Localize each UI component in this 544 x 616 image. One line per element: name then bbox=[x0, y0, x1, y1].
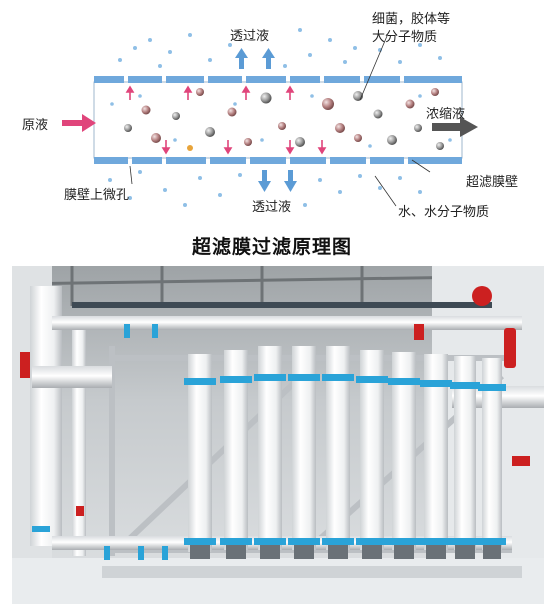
module-2 bbox=[220, 350, 252, 559]
base-plinth bbox=[102, 566, 522, 578]
membrane-modules bbox=[184, 346, 506, 559]
ultrafiltration-plant-photo bbox=[12, 266, 544, 604]
inlet-pipe bbox=[32, 366, 112, 388]
feed-label: 原液 bbox=[22, 118, 48, 133]
macromolecule-particles bbox=[124, 88, 444, 151]
module-4 bbox=[288, 346, 320, 559]
top-manifold-pipe bbox=[52, 316, 522, 330]
feed-arrow-icon bbox=[62, 114, 96, 132]
permeate-label-top: 透过液 bbox=[230, 29, 269, 44]
red-valves bbox=[20, 286, 530, 516]
macromolecule-label-line2: 大分子物质 bbox=[372, 30, 437, 45]
pipe-flanges bbox=[32, 324, 168, 560]
module-5 bbox=[322, 346, 354, 559]
module-9 bbox=[450, 356, 480, 559]
flow-through-arrows bbox=[125, 85, 327, 155]
module-6 bbox=[356, 350, 388, 559]
concentrate-arrow-icon bbox=[432, 117, 478, 137]
membrane-wall-top bbox=[94, 76, 462, 83]
leader-lines bbox=[129, 35, 431, 207]
module-1 bbox=[184, 354, 216, 559]
membrane-wall-label: 超滤膜壁 bbox=[466, 175, 518, 190]
permeate-label-bottom: 透过液 bbox=[252, 200, 291, 215]
module-7 bbox=[388, 352, 420, 559]
concentrate-label: 浓缩液 bbox=[426, 106, 465, 122]
membrane-wall-bottom bbox=[94, 157, 462, 164]
floor bbox=[12, 558, 544, 604]
permeate-arrows-top bbox=[235, 48, 275, 69]
module-3 bbox=[254, 346, 286, 559]
top-dark-pipe bbox=[72, 302, 492, 308]
membrane-tube bbox=[93, 81, 463, 159]
water-molecules bbox=[108, 28, 452, 207]
ultrafiltration-diagram: 原液 透过液 细菌，胶体等 大分子物质 浓缩液 超滤膜壁 膜壁上微孔 透过液 水… bbox=[22, 11, 518, 220]
permeate-arrows-bottom bbox=[258, 170, 297, 192]
water-label: 水、水分子物质 bbox=[398, 205, 489, 220]
bottom-margin bbox=[0, 604, 544, 616]
module-10 bbox=[478, 358, 506, 559]
diagram-title: 超滤膜过滤原理图 bbox=[191, 236, 352, 258]
macromolecule-label-line1: 细菌，胶体等 bbox=[372, 11, 450, 27]
module-8 bbox=[420, 354, 452, 559]
pore-label: 膜壁上微孔 bbox=[64, 188, 129, 203]
left-vertical-pipe bbox=[72, 326, 86, 556]
